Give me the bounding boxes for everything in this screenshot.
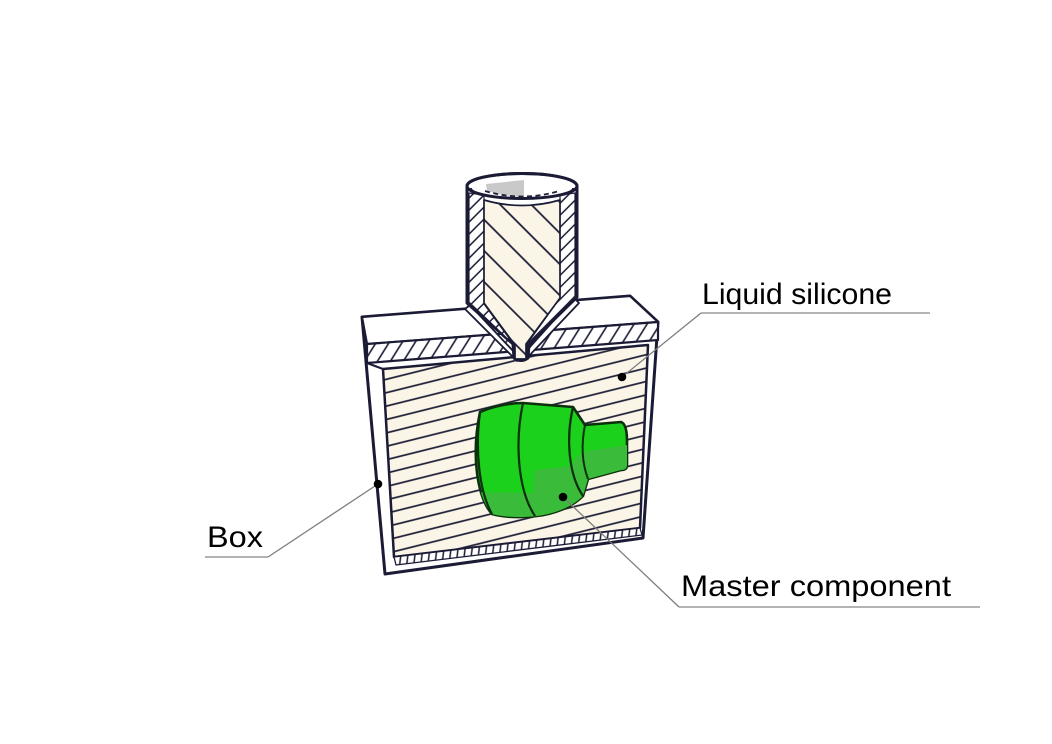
funnel-liquid-fill	[483, 199, 561, 360]
liquid-surface-shadow	[486, 180, 524, 197]
component-left-cap-edge	[476, 411, 493, 515]
label-master-component: Master component	[681, 570, 952, 603]
label-box: Box	[207, 521, 263, 554]
component-step-edge	[581, 424, 589, 480]
liquid-level-dashed-line	[484, 190, 560, 198]
component-seam-1	[517, 402, 536, 517]
label-liquid-silicone: Liquid silicone	[702, 278, 892, 311]
box-left-wall-edge	[366, 361, 384, 371]
pouring-funnel	[465, 172, 579, 362]
callout-liquid-silicone: Liquid silicone	[617, 278, 930, 382]
box-leader-line	[267, 483, 379, 558]
master-component-anchor-dot	[558, 492, 568, 502]
annotations: Liquid silicone Box Master component	[205, 278, 980, 608]
component-seam-2	[568, 406, 584, 497]
box-anchor-dot	[373, 479, 383, 489]
master-component-leader-line	[562, 496, 680, 608]
box-bottom-section	[393, 527, 643, 566]
funnel-rim-inner-lip	[470, 187, 574, 200]
callout-master-component: Master component	[558, 492, 980, 608]
liquid-silicone-leader-line	[621, 312, 702, 378]
callout-box: Box	[205, 479, 383, 558]
liquid-silicone-anchor-dot	[617, 372, 627, 382]
